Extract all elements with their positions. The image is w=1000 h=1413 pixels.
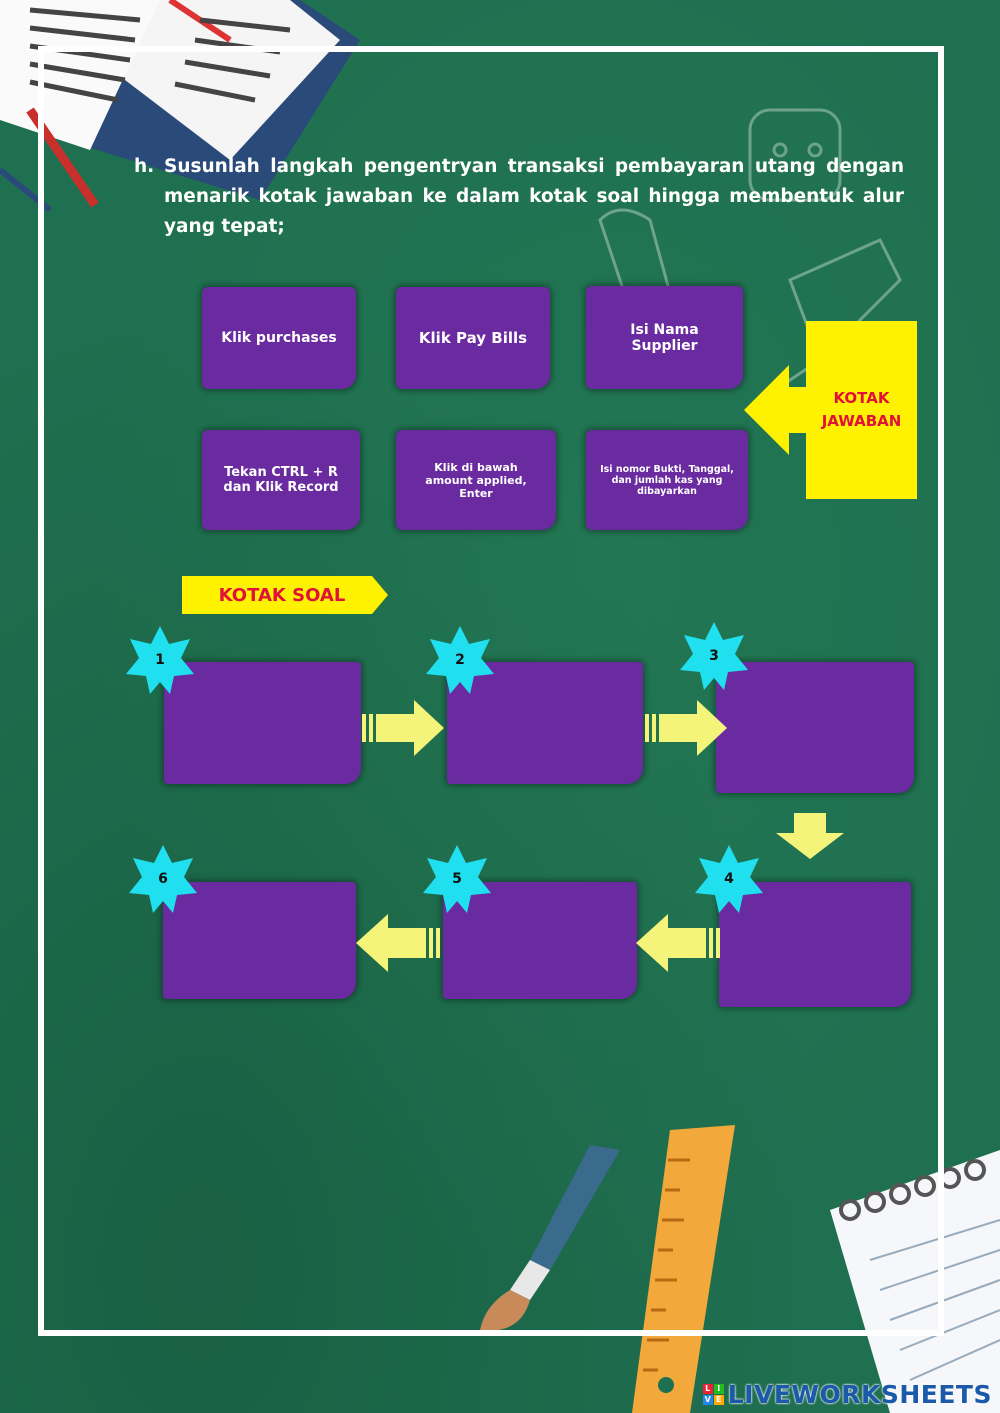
drop-slot-1[interactable] [164,662,361,784]
arrow-left-icon [636,914,720,972]
answer-card-klik-amount-applied[interactable]: Klik di bawah amount applied, Enter [396,430,556,530]
question-prompt: h. Susunlah langkah pengentryan transaks… [134,152,904,242]
paintbrush-illustration-icon [480,1145,620,1331]
question-number: h. [134,156,155,177]
question-box-tag: KOTAK SOAL [182,576,388,614]
question-box-label: KOTAK SOAL [218,584,346,606]
step-number-badge: 4 [693,843,765,915]
answer-card-klik-purchases[interactable]: Klik purchases [202,287,356,389]
answer-card-isi-nama-supplier[interactable]: Isi Nama Supplier [586,286,743,389]
liveworksheets-logo-icon: L I V E [702,1383,724,1405]
drop-slot-5[interactable] [443,882,637,999]
step-number-badge: 2 [424,624,496,696]
answer-card-klik-pay-bills[interactable]: Klik Pay Bills [396,287,550,389]
step-number-badge: 5 [421,843,493,915]
ruler-illustration-icon [632,1125,735,1413]
liveworksheets-watermark: L I V E LIVEWORKSHEETS [702,1379,992,1409]
drop-slot-3[interactable] [716,662,914,793]
question-text: Susunlah langkah pengentryan transaksi p… [164,156,904,237]
arrow-left-icon [356,914,440,972]
step-number-badge: 1 [124,624,196,696]
arrow-down-icon [776,813,844,859]
drop-slot-4[interactable] [719,882,911,1007]
worksheet-frame [38,46,944,1336]
answer-card-tekan-ctrl-r[interactable]: Tekan CTRL + R dan Klik Record [202,430,360,530]
arrow-right-icon [645,700,727,756]
step-number-badge: 6 [127,843,199,915]
drop-slot-6[interactable] [163,882,356,999]
arrow-right-icon [362,700,444,756]
watermark-text: LIVEWORKSHEETS [727,1379,992,1409]
arrow-left-icon [744,365,810,455]
notebook-illustration-icon [830,1150,1000,1413]
drop-slot-2[interactable] [447,662,643,784]
answer-card-isi-nomor-bukti[interactable]: Isi nomor Bukti, Tanggal, dan jumlah kas… [586,430,748,530]
step-number-badge: 3 [678,620,750,692]
answer-box-label: KOTAK JAWABAN [806,321,917,499]
